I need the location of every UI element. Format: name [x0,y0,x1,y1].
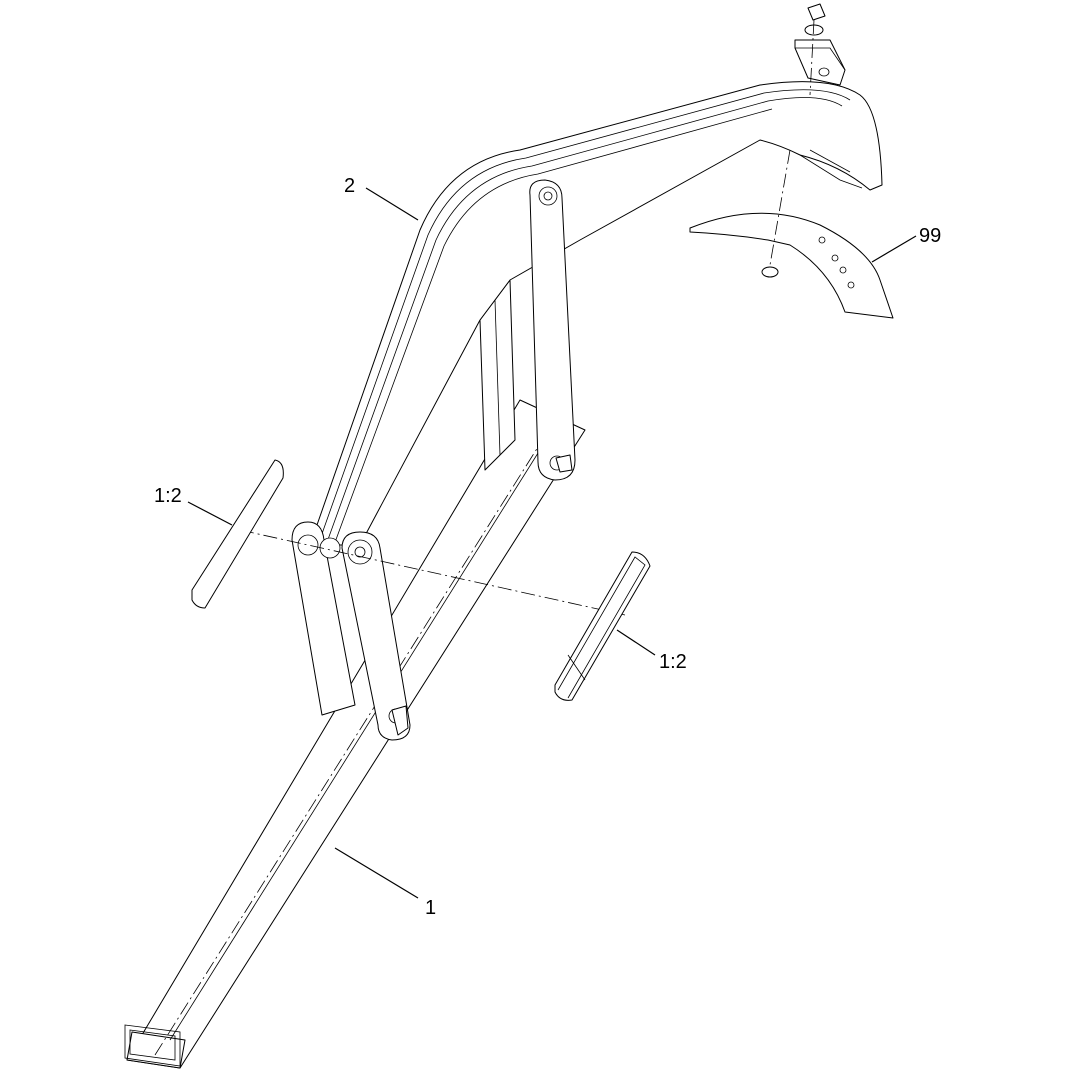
upper-arm [309,81,883,546]
callout-main-tube: 1 [425,897,436,919]
leader-decal-left [187,501,233,526]
callout-decal-left: 1:2 [154,485,182,507]
leader-decal-right [616,629,656,656]
leader-main-tube [334,847,419,899]
leader-upper-arm [365,187,419,221]
callout-upper-arm: 2 [344,175,355,197]
decal-centerline [239,529,626,616]
leader-skid-shoe [871,235,917,263]
top-bracket [794,3,846,96]
right-link [529,179,576,481]
skid-shoe [689,149,894,319]
left-link [291,521,411,741]
callout-decal-right: 1:2 [659,651,687,673]
decal-left [191,459,284,609]
decal-right [554,551,651,701]
callout-skid-shoe: 99 [919,225,941,247]
